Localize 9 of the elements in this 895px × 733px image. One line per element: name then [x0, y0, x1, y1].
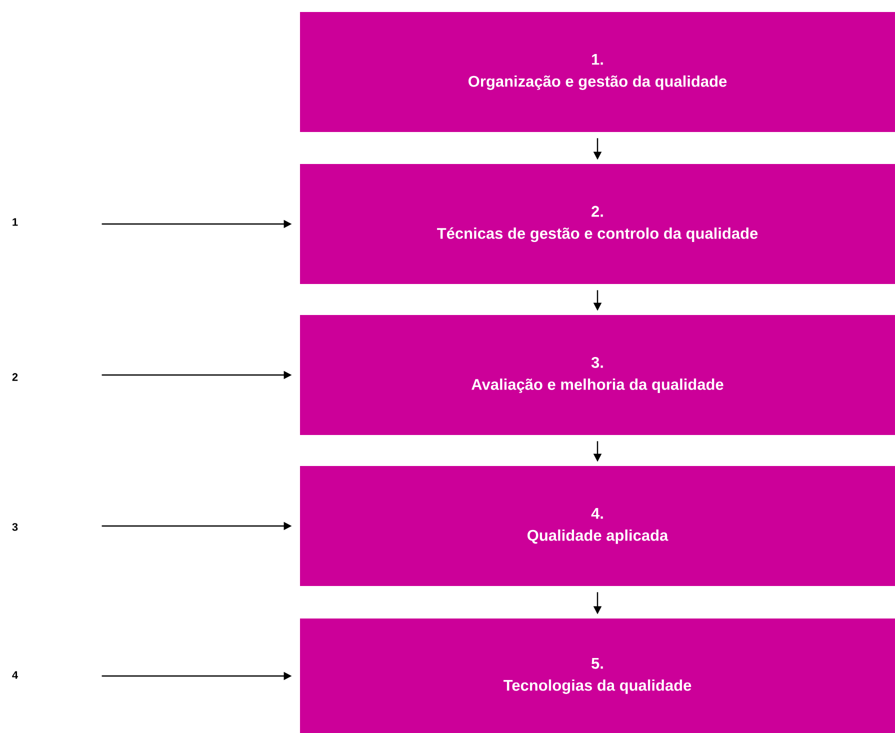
step-number: 3: [12, 523, 18, 531]
step-number: 1: [12, 218, 18, 226]
process-box: 5. Tecnologias da qualidade: [300, 618, 895, 733]
step-number: 4: [12, 671, 18, 679]
process-box: 3. Avaliação e melhoria da qualidade: [300, 314, 895, 435]
step-number: 2: [12, 373, 18, 381]
process-box: 4. Qualidade aplicada: [300, 466, 895, 586]
process-box: 2. Técnicas de gestão e controlo da qualidade: [300, 164, 895, 284]
process-box: 1. Organização e gestão da qualidade: [300, 12, 895, 132]
